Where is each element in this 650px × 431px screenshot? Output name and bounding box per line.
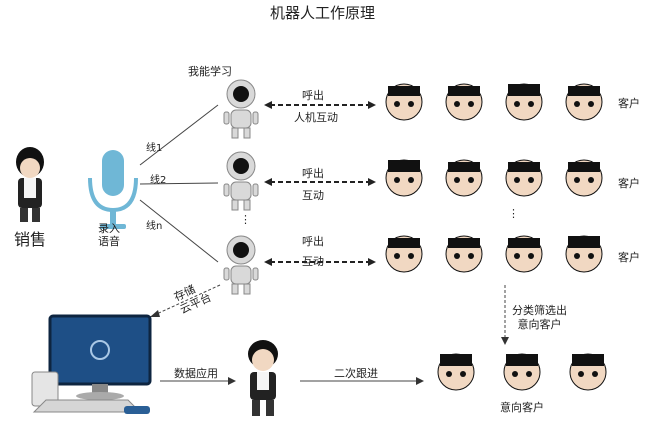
customer-face-icon xyxy=(445,83,483,121)
customer-dots: ⋮ xyxy=(508,207,519,220)
robot-icon xyxy=(223,79,259,139)
customer-face-icon xyxy=(565,159,603,197)
sales-label: 销售 xyxy=(14,230,47,249)
intent-customers-label: 意向客户 xyxy=(500,401,544,414)
follow-up-label: 二次跟进 xyxy=(334,367,378,380)
customer-face-icon xyxy=(445,235,483,273)
customer-face-icon xyxy=(565,235,603,273)
row-2-interact-label: 互动 xyxy=(302,189,324,202)
row-1-interact-label: 人机互动 xyxy=(294,111,338,124)
line-2-label: 线2 xyxy=(150,175,167,186)
page-title: 机器人工作原理 xyxy=(270,4,376,22)
customer-face-icon xyxy=(569,353,607,391)
customer-face-icon xyxy=(445,159,483,197)
row-1-customers-label: 客户 xyxy=(618,97,640,110)
customer-face-icon xyxy=(437,353,475,391)
line-n-label: 线n xyxy=(146,221,163,232)
microphone-icon xyxy=(88,150,138,229)
computer-icon xyxy=(31,314,152,414)
row-1-call-label: 呼出 xyxy=(302,89,324,102)
robot-learn-label: 我能学习 xyxy=(188,65,232,78)
customer-row-3 xyxy=(385,235,603,273)
row-3-interact-label: 互动 xyxy=(302,255,324,268)
customer-face-icon xyxy=(385,235,423,273)
intent-customers xyxy=(437,353,607,391)
mic-label: 录入语音 xyxy=(98,222,120,248)
row-3-customers-label: 客户 xyxy=(618,251,640,264)
customer-face-icon xyxy=(505,83,543,121)
customer-face-icon xyxy=(385,83,423,121)
robot-dots: ⋮ xyxy=(240,213,251,226)
customer-row-1 xyxy=(385,83,603,121)
customer-face-icon xyxy=(503,353,541,391)
row-2-call-label: 呼出 xyxy=(302,167,324,180)
row-3-call-label: 呼出 xyxy=(302,235,324,248)
robot-icon xyxy=(223,235,259,295)
customer-face-icon xyxy=(565,83,603,121)
customer-face-icon xyxy=(505,235,543,273)
data-app-label: 数据应用 xyxy=(174,367,218,380)
robot-icon xyxy=(223,151,259,211)
line-1-label: 线1 xyxy=(146,143,163,154)
customer-face-icon xyxy=(385,159,423,197)
filter-label: 分类筛选出 意向客户 xyxy=(512,304,567,331)
customer-face-icon xyxy=(505,159,543,197)
customer-row-2 xyxy=(385,159,603,197)
person-icon xyxy=(248,340,278,416)
row-2-customers-label: 客户 xyxy=(618,177,640,190)
sales-person-icon xyxy=(16,147,44,222)
